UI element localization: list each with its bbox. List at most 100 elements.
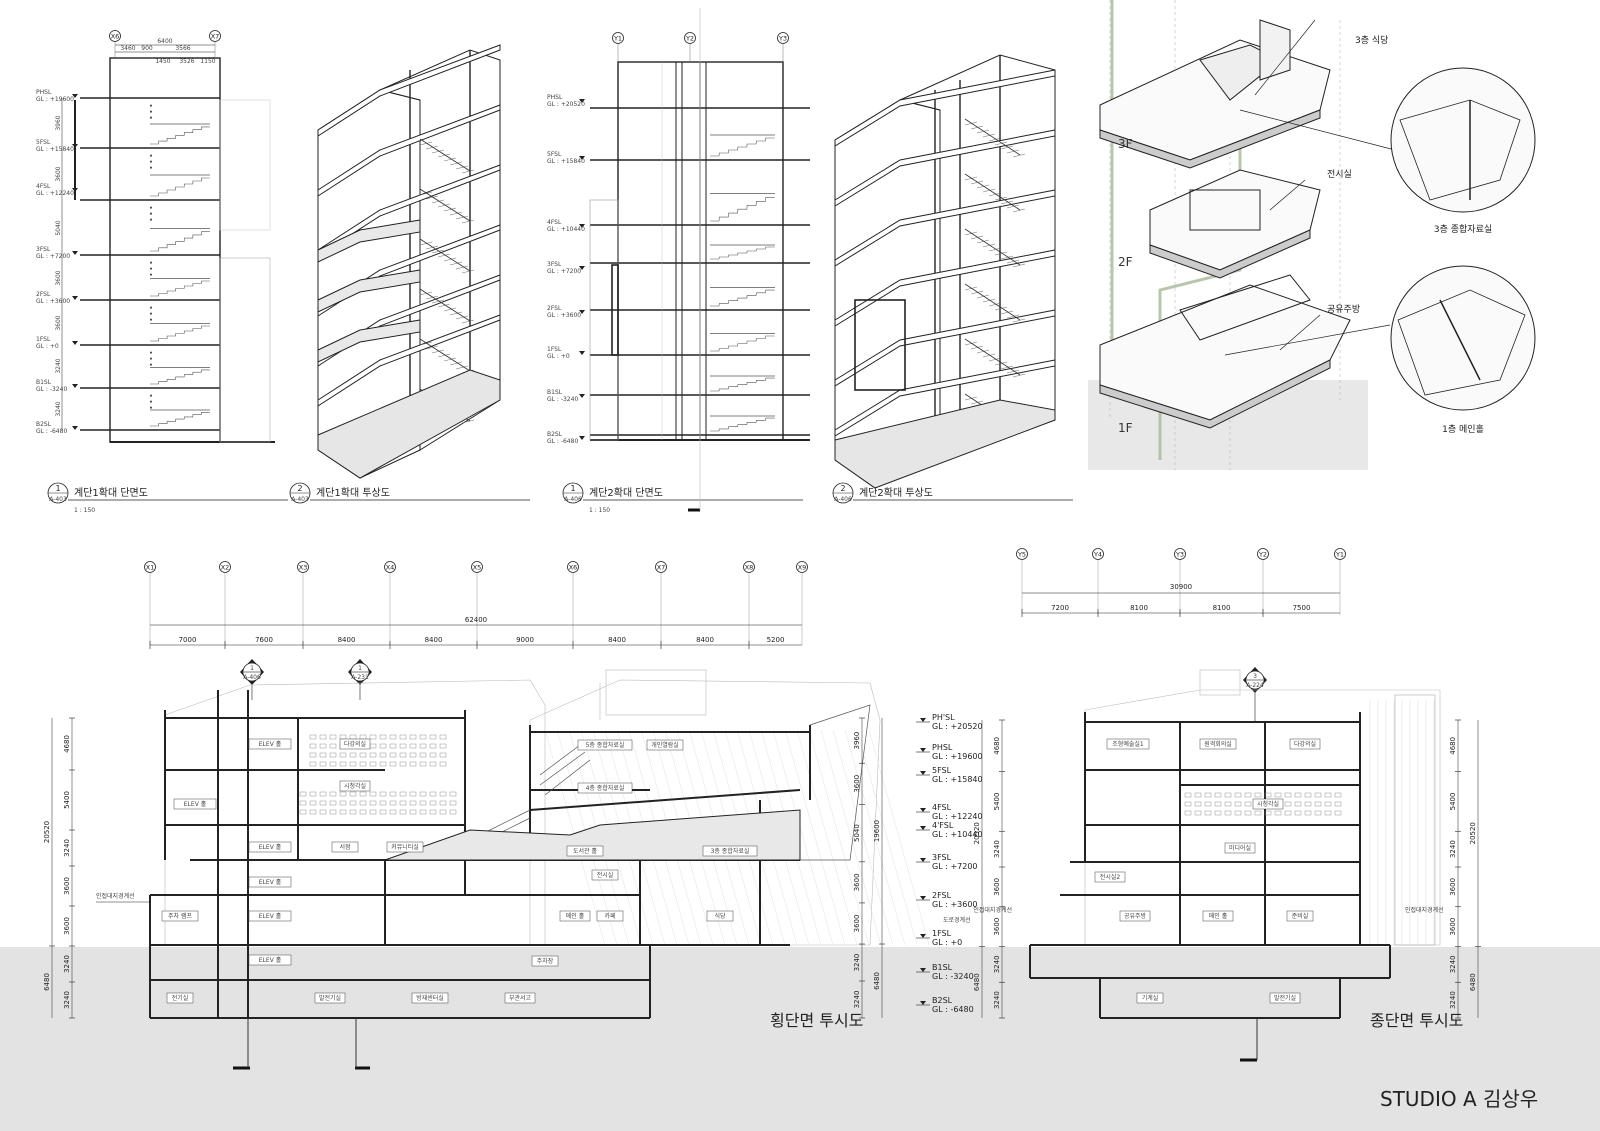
stair1-section-drawing: ····················· <box>74 57 275 443</box>
dim-inner: 3526 <box>179 58 194 65</box>
room-name: 미디어실 <box>1229 844 1251 852</box>
dim-vertical: 4680 <box>63 735 71 753</box>
level-name: 1FSL <box>36 336 51 343</box>
level-name: PH'SL <box>932 713 955 722</box>
ref-sheet: A-224 <box>1246 682 1264 689</box>
axis-bubble: Y1 <box>612 32 624 44</box>
level-name: 4'FSL <box>932 821 954 830</box>
cross-overall-dim: 62400 <box>465 616 487 624</box>
axis-label: X7 <box>657 563 666 571</box>
axis-bubble: X5 <box>471 561 483 573</box>
room-label: ELEV 홀 <box>248 876 292 888</box>
room-label: 부관서고 <box>504 992 536 1004</box>
room-label: 주차 램프 <box>161 910 199 922</box>
note-dot: · <box>150 165 152 172</box>
dim-part: 3566 <box>175 45 190 52</box>
room-name: 메인 홀 <box>1209 912 1228 920</box>
ground-band <box>0 947 1600 1131</box>
long-span-dim: 7500 <box>1293 604 1311 612</box>
room-name: 다강의실 <box>1294 740 1316 748</box>
note-dot: · <box>150 205 152 212</box>
note-dot: · <box>150 103 152 110</box>
level-gl: GL : +12240 <box>932 812 983 821</box>
ref-num: 3 <box>1253 673 1257 680</box>
room-label: 조형예술실1 <box>1106 738 1150 750</box>
dim-vertical: 3240 <box>853 954 861 972</box>
dim-total: 6480 <box>973 973 981 991</box>
long-left-dimensions: 4680540032403600360032403240205206480인접대… <box>973 719 1012 1019</box>
level-name: PHSL <box>36 89 52 96</box>
room-label: 다강의실 <box>1289 738 1321 750</box>
room-3f-dining: 3층 식당 <box>1355 35 1388 46</box>
room-name: 다강의실 <box>344 740 366 748</box>
room-label: 시청각실 <box>1252 798 1284 810</box>
axis-bubble: Y2 <box>1257 548 1269 560</box>
room-name: 시청각실 <box>1257 800 1279 808</box>
road-note: 도로경계선 <box>943 916 971 924</box>
note-dot: · <box>150 159 152 166</box>
level-name: 3FSL <box>547 261 562 268</box>
title-text: 계단2확대 단면도 <box>589 487 663 499</box>
note-dot: · <box>150 266 152 273</box>
dim-vertical: 3600 <box>853 915 861 933</box>
dim-vertical: 5400 <box>1449 793 1457 811</box>
dim-vertical: 3240 <box>853 991 861 1009</box>
dim-total: 6480 <box>43 973 51 991</box>
dim-vertical: 3240 <box>55 358 62 373</box>
axis-bubble: Y2 <box>684 32 696 44</box>
dim-vertical: 3600 <box>993 918 1001 936</box>
level-name: PHSL <box>932 743 953 752</box>
level-gl: GL : +7200 <box>36 253 70 260</box>
level-name: 1FSL <box>547 346 562 353</box>
cross-span-dim: 8400 <box>425 636 443 644</box>
cross-span-dim: 8400 <box>608 636 626 644</box>
room-label: 5층 종합자료실 <box>577 739 633 751</box>
level-name: B2SL <box>36 421 52 428</box>
axis-label: X9 <box>798 563 807 571</box>
dim-vertical: 3600 <box>55 270 62 285</box>
room-label: 4층 종합자료실 <box>577 782 633 794</box>
axis-bubble: X3 <box>297 561 309 573</box>
room-name: 방재센터실 <box>416 994 444 1002</box>
dim-part: 3460 <box>120 45 135 52</box>
room-name: ELEV 홀 <box>184 800 207 808</box>
axis-label: X5 <box>473 563 482 571</box>
room-name: ELEV 홀 <box>259 878 282 886</box>
level-gl: GL : +12240 <box>36 190 74 197</box>
level-gl: GL : -6480 <box>547 438 578 445</box>
axis-label: Y2 <box>1258 550 1267 558</box>
level-gl: GL : +10440 <box>547 226 585 233</box>
floor-1f-label: 1F <box>1118 421 1133 435</box>
axis-bubble: X9 <box>796 561 808 573</box>
ref-num: 1 <box>358 665 362 672</box>
room-label: ELEV 홀 <box>173 798 217 810</box>
note-dot: · <box>150 311 152 318</box>
dim-vertical: 3600 <box>55 315 62 330</box>
axis-bubble: Y1 <box>1334 548 1346 560</box>
dim-vertical: 3240 <box>993 955 1001 973</box>
axis-bubble: X7 <box>209 30 221 42</box>
note-dot: · <box>150 109 152 116</box>
ground-note: 인접대지경계선 <box>96 892 135 900</box>
room-label: ELEV 홀 <box>248 841 292 853</box>
dim-vertical: 3240 <box>1449 955 1457 973</box>
room-name: 전기실 <box>172 994 189 1002</box>
section-cut-lines <box>247 8 1258 1068</box>
axis-bubble: X8 <box>743 561 755 573</box>
room-name: 서점 <box>339 843 350 851</box>
floor-3f-label: 3F <box>1118 137 1133 151</box>
level-name: B2SL <box>932 996 953 1005</box>
title-ref: A-403 <box>291 496 309 503</box>
axis-bubble: Y5 <box>1016 548 1028 560</box>
